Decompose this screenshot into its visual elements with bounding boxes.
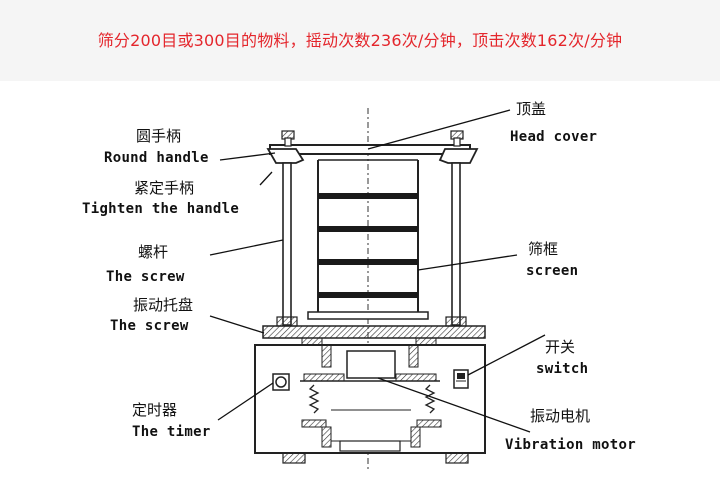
switch-label-zh: 开关: [545, 338, 576, 356]
vibration-tray: [262, 325, 486, 339]
foot-right: [445, 452, 469, 464]
round-handle-label-en: Round handle: [104, 150, 209, 166]
vibration-tray-label-zh: 振动托盘: [133, 296, 194, 314]
screw-label-en: The screw: [106, 269, 185, 285]
screw-label-zh: 螺杆: [138, 243, 169, 261]
head-cover: [269, 144, 471, 155]
tighten-handle-right: [438, 148, 479, 164]
switch-label-en: switch: [536, 361, 589, 377]
screen-label-en: screen: [526, 263, 579, 279]
sieve-band: [318, 292, 418, 298]
switch: [453, 369, 469, 389]
screw-rod-left: [282, 162, 292, 326]
round-handle-knob-right: [450, 130, 464, 147]
timer-label-en: The timer: [132, 424, 211, 440]
round-handle-label-zh: 圆手柄: [136, 127, 182, 145]
timer-label-zh: 定时器: [132, 401, 178, 419]
banner-text: 筛分200目或300目的物料，摇动次数236次/分钟，顶击次数162次/分钟: [97, 31, 623, 50]
head-cover-label-en: Head cover: [510, 129, 598, 145]
vibration-mechanism: [300, 344, 442, 452]
timer-knob: [272, 373, 290, 391]
sieve-band: [318, 226, 418, 232]
vibration-tray-label-en: The screw: [110, 318, 189, 334]
screen-label-zh: 筛框: [528, 240, 559, 258]
round-handle-knob-left: [281, 130, 295, 147]
tighten-handle-label-zh: 紧定手柄: [134, 179, 195, 197]
sieve-band: [318, 259, 418, 265]
tighten-handle-label-en: Tighten the handle: [82, 201, 240, 217]
top-banner: 筛分200目或300目的物料，摇动次数236次/分钟，顶击次数162次/分钟: [0, 0, 720, 81]
vibration-motor-label-en: Vibration motor: [505, 437, 636, 453]
foot-left: [282, 452, 306, 464]
head-cover-label-zh: 顶盖: [516, 100, 547, 118]
sieve-band: [318, 193, 418, 199]
vibration-motor-label-zh: 振动电机: [530, 407, 591, 425]
screw-rod-right: [451, 162, 461, 326]
tighten-handle-left: [266, 148, 305, 164]
leader-lines: [209, 109, 546, 433]
